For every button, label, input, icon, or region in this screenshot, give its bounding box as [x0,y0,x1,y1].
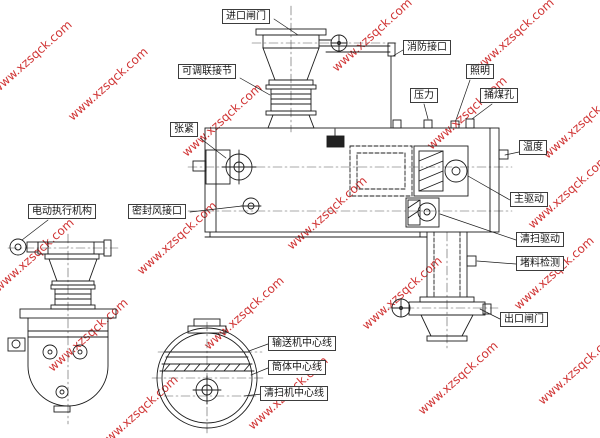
label-tensioning: 张紧 [170,122,198,137]
label-adjustable-joint: 可调联接节 [178,64,236,79]
center-lines [7,5,513,435]
label-temperature: 温度 [519,140,547,155]
label-cleaning-drive: 清扫驱动 [516,232,564,247]
main-drive-unit [413,145,469,197]
leader-lines [21,18,520,397]
cleaning-drive-unit [405,197,440,228]
label-electric-actuator: 电动执行机构 [28,204,96,219]
tensioning-device [192,149,257,185]
label-cleaner-centerline: 清扫机中心线 [260,386,328,401]
section-view [156,318,258,429]
label-cylinder-centerline: 筒体中心线 [268,360,326,375]
label-seal-air-interface: 密封风接口 [128,204,186,219]
front-view [7,238,117,413]
label-conveyor-centerline: 输送机中心线 [268,336,336,351]
label-main-drive: 主驱动 [510,192,548,207]
label-lighting: 照明 [466,64,494,79]
label-inlet-gate: 进口闸门 [222,9,270,24]
label-fire-interface: 消防接口 [403,40,451,55]
label-outlet-gate: 出口闸门 [500,312,548,327]
label-blockage-detection: 堵料检测 [516,256,564,271]
label-coal-poke-hole: 捅煤孔 [480,88,518,103]
inlet-gate-assembly [255,28,396,129]
main-body [204,118,500,238]
seal-air-port [240,197,262,215]
label-pressure: 压力 [410,88,438,103]
outlet-assembly [391,231,492,342]
